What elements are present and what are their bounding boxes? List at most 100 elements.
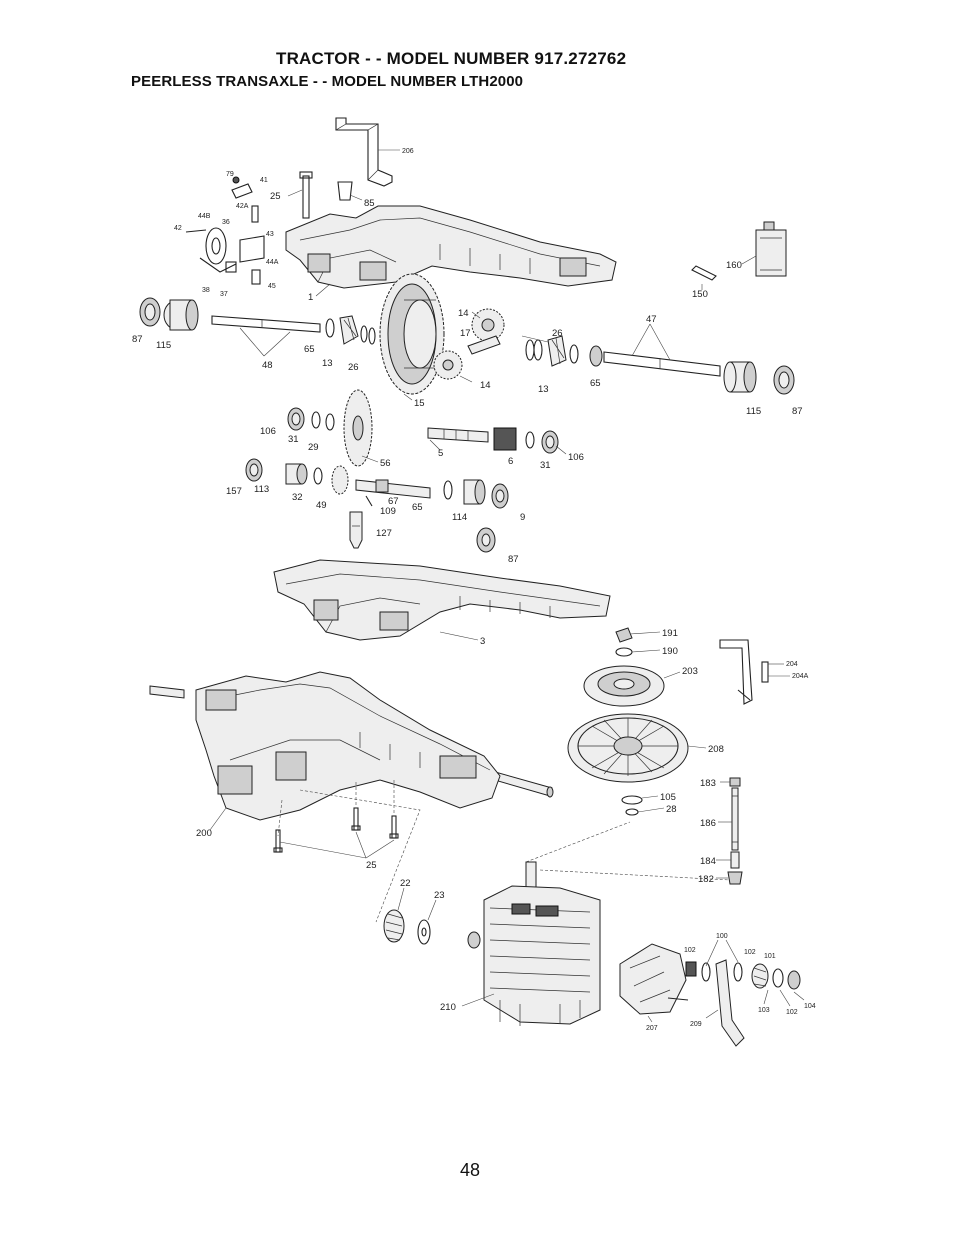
callout-28: 28 [666, 804, 677, 815]
callout-114: 114 [452, 512, 467, 523]
callout-25-top: 25 [270, 191, 281, 202]
callout-79: 79 [226, 171, 234, 178]
control-arm-assembly [619, 939, 805, 1047]
callout-191: 191 [662, 628, 678, 639]
callout-41: 41 [260, 177, 268, 184]
callout-42A: 42A [236, 203, 249, 210]
callout-65-left: 65 [304, 344, 315, 355]
callout-106-right: 106 [568, 452, 584, 463]
callout-29: 29 [308, 442, 319, 453]
callout-45: 45 [268, 283, 276, 290]
callout-209: 209 [690, 1021, 702, 1028]
callout-184: 184 [700, 856, 716, 867]
callout-15: 15 [414, 398, 425, 409]
rod-assembly-186 [716, 777, 743, 885]
callout-56: 56 [380, 458, 391, 469]
assembled-transaxle-200 [149, 671, 554, 923]
callout-31-right: 31 [540, 460, 551, 471]
callout-3: 3 [480, 636, 485, 647]
page-number: 48 [460, 1160, 481, 1180]
callout-102-right: 102 [744, 949, 756, 956]
callout-109: 109 [380, 506, 396, 517]
upper-housing-1 [285, 205, 617, 297]
callout-25-bottom: 25 [366, 860, 377, 871]
callout-47: 47 [646, 314, 657, 325]
callout-65-right: 65 [590, 378, 601, 389]
page-title: TRACTOR - - MODEL NUMBER 917.272762 [276, 49, 627, 68]
hydrostatic-pump-210 [461, 821, 731, 1026]
left-axle-assembly [139, 297, 376, 357]
callout-105: 105 [660, 792, 676, 803]
callout-36: 36 [222, 219, 230, 226]
callout-14-top: 14 [458, 308, 469, 319]
bracket-204 [719, 639, 790, 705]
callout-26-left: 26 [348, 362, 359, 373]
callout-44A: 44A [266, 259, 279, 266]
callout-150: 150 [692, 289, 708, 300]
pulley-assembly [567, 627, 707, 816]
callout-5: 5 [438, 448, 443, 459]
callout-182: 182 [698, 874, 714, 885]
callout-22: 22 [400, 878, 411, 889]
callout-87-right: 87 [792, 406, 803, 417]
input-shaft-assembly [245, 458, 509, 553]
callout-206: 206 [402, 148, 414, 155]
callout-207: 207 [646, 1025, 658, 1032]
callout-49: 49 [316, 500, 327, 511]
callout-31-left: 31 [288, 434, 299, 445]
callout-183: 183 [700, 778, 716, 789]
callout-103: 103 [758, 1007, 770, 1014]
callout-23: 23 [434, 890, 445, 901]
intermediate-shaft-assembly [287, 389, 567, 467]
oil-bottle-160 [691, 221, 787, 290]
callout-115-left: 115 [156, 340, 171, 351]
callout-17: 17 [460, 328, 471, 339]
callout-14-bottom: 14 [480, 380, 491, 391]
callout-67: 67 [388, 496, 399, 507]
lower-housing-3 [273, 559, 611, 641]
page-subtitle: PEERLESS TRANSAXLE - - MODEL NUMBER LTH2… [131, 73, 524, 90]
callout-32: 32 [292, 492, 303, 503]
callout-labels: 206 79 41 25 85 42A 44B 36 42 43 44A 38 … [132, 148, 816, 1032]
callout-203: 203 [682, 666, 698, 677]
callout-104: 104 [804, 1003, 816, 1010]
callout-100: 100 [716, 933, 728, 940]
callout-13-left: 13 [322, 358, 333, 369]
callout-102-left: 102 [684, 947, 696, 954]
callout-200: 200 [196, 828, 212, 839]
right-axle-assembly [603, 323, 795, 395]
callout-26-right: 26 [552, 328, 563, 339]
callout-157: 157 [226, 486, 242, 497]
linkage-parts-left [185, 171, 363, 285]
callout-127: 127 [376, 528, 392, 539]
callout-65-center: 65 [412, 502, 423, 513]
callout-204A: 204A [792, 673, 809, 680]
callout-9: 9 [520, 512, 525, 523]
callout-37: 37 [220, 291, 228, 298]
callout-38: 38 [202, 287, 210, 294]
callout-13-right: 13 [538, 384, 549, 395]
callout-210: 210 [440, 1002, 456, 1013]
spring-washer [383, 887, 437, 945]
callout-6: 6 [508, 456, 513, 467]
bracket-206 [335, 117, 400, 187]
callout-160: 160 [726, 260, 742, 271]
callout-87-left: 87 [132, 334, 143, 345]
callout-1: 1 [308, 292, 313, 303]
callout-190: 190 [662, 646, 678, 657]
callout-43: 43 [266, 231, 274, 238]
bolts-25 [273, 807, 399, 859]
callout-113: 113 [254, 484, 269, 495]
callout-106-left: 106 [260, 426, 276, 437]
callout-208: 208 [708, 744, 724, 755]
callout-44B: 44B [198, 213, 211, 220]
differential-pinions [433, 308, 603, 383]
callout-204: 204 [786, 661, 798, 668]
callout-42: 42 [174, 225, 182, 232]
callout-85: 85 [364, 198, 375, 209]
callout-102-bottom: 102 [786, 1009, 798, 1016]
ring-gear-15 [379, 273, 445, 401]
callout-186: 186 [700, 818, 716, 829]
